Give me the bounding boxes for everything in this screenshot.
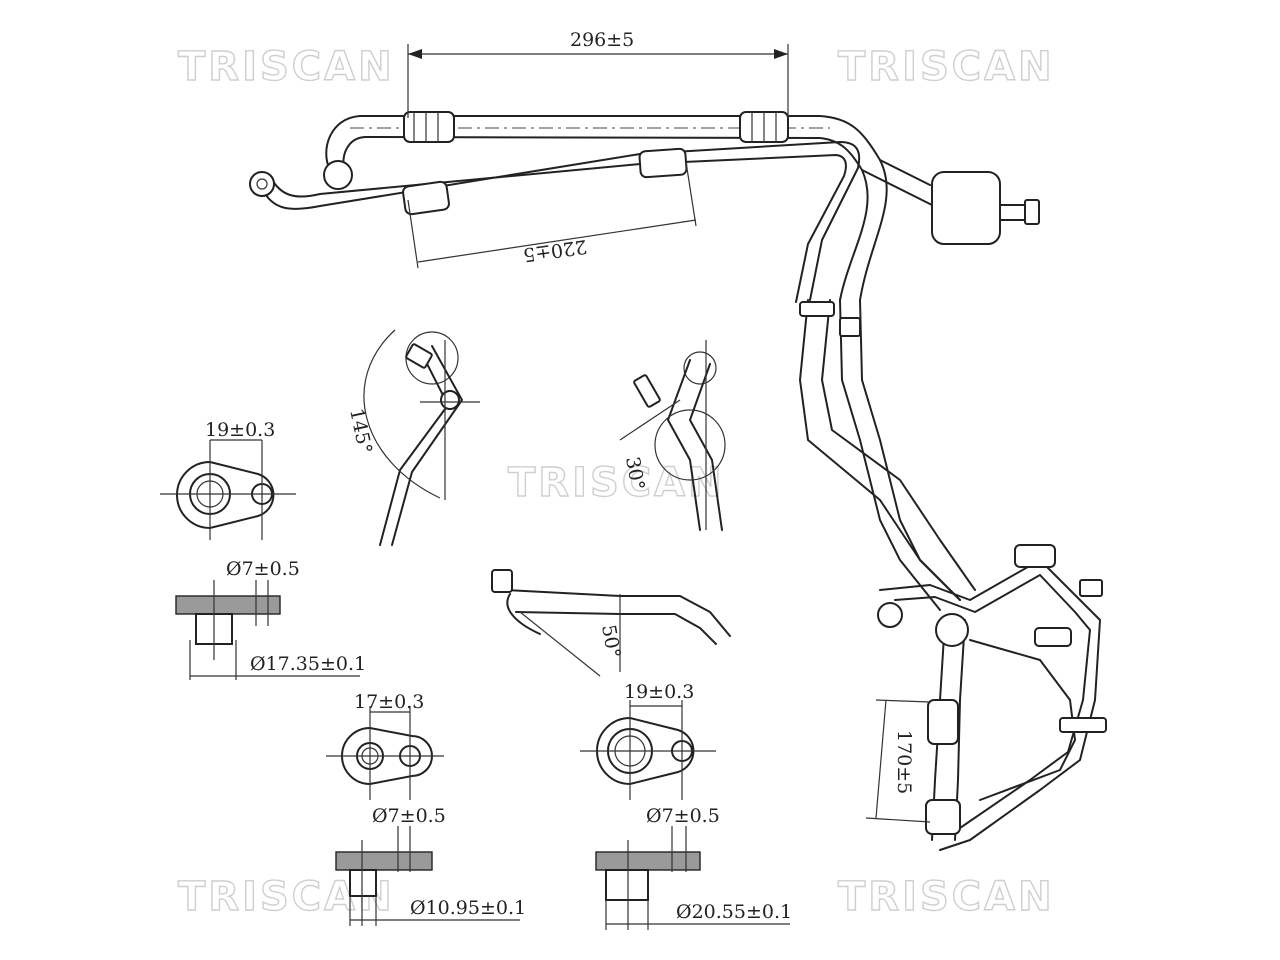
dimension-length-mid: 220±5 (407, 161, 697, 269)
dimension-label-flange3-width: 19±0.3 (624, 681, 694, 703)
dimension-label-flange1-width: 19±0.3 (205, 419, 275, 441)
watermark-top-right: TRISCAN (838, 44, 1055, 90)
detail-angle-145: 145° (345, 329, 480, 546)
dimension-label-angle-a: 145° (345, 406, 376, 455)
flange-detail-3: 19±0.3 Ø7±0.5 Ø20.55±0.1 (580, 681, 792, 930)
flange-detail-1: 19±0.3 Ø7±0.5 Ø17.35±0.1 (160, 419, 366, 680)
flange-detail-2: 17±0.3 Ø7±0.5 Ø10.95±0.1 (326, 691, 526, 926)
watermark-center: TRISCAN (508, 460, 725, 506)
main-pipe-assembly (249, 111, 1107, 851)
dimension-label-length-right: 170±5 (893, 730, 915, 794)
dimension-length-top: 296±5 (407, 29, 789, 118)
dimension-label-flange1-hole: Ø7±0.5 (226, 558, 300, 580)
dimension-label-flange1-bore: Ø17.35±0.1 (250, 653, 366, 675)
watermark-top-left: TRISCAN (178, 44, 395, 90)
dimension-label-flange3-bore: Ø20.55±0.1 (676, 901, 792, 923)
dimension-label-flange2-hole: Ø7±0.5 (372, 805, 446, 827)
dimension-label-length-top: 296±5 (570, 29, 634, 51)
watermark-bottom-right: TRISCAN (838, 874, 1055, 920)
detail-angle-50: 50° (491, 569, 731, 677)
detail-angle-30: 30° (619, 340, 726, 531)
dimension-label-flange2-bore: Ø10.95±0.1 (410, 897, 526, 919)
dimension-label-angle-c: 50° (597, 623, 625, 660)
dimension-label-flange3-hole: Ø7±0.5 (646, 805, 720, 827)
dimension-length-right: 170±5 (865, 699, 931, 823)
dimension-label-length-mid: 220±5 (522, 235, 589, 266)
dimension-label-flange2-width: 17±0.3 (354, 691, 424, 713)
